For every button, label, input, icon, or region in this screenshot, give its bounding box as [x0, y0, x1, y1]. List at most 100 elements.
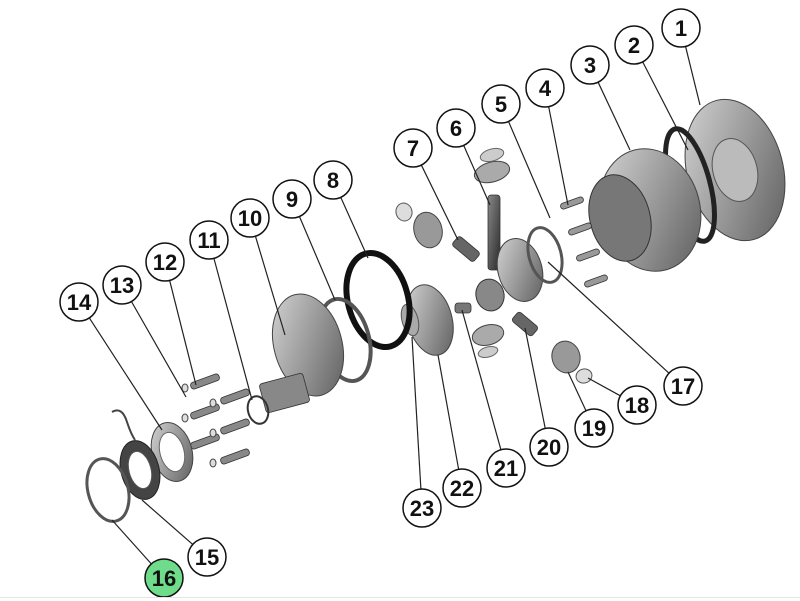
pin-part — [560, 196, 584, 210]
pin-7 — [452, 236, 480, 262]
callout-circle — [442, 468, 482, 508]
callout-15: 15 — [187, 537, 227, 577]
callout-label: 21 — [494, 456, 518, 481]
callout-13: 13 — [102, 265, 142, 305]
bearing-bore — [158, 431, 186, 473]
bolt-part — [190, 403, 220, 420]
callout-label: 19 — [582, 416, 606, 441]
callout-16: 16 — [144, 558, 184, 598]
callout-circle — [59, 282, 99, 322]
callout-circle — [663, 366, 703, 406]
leader-line-21 — [461, 309, 502, 450]
callout-9: 9 — [272, 179, 312, 219]
callout-11: 11 — [189, 220, 229, 260]
washer-bottom — [477, 346, 499, 358]
flange-hub — [711, 138, 759, 202]
callout-17: 17 — [663, 366, 703, 406]
callout-3: 3 — [570, 45, 610, 85]
ring-16 — [85, 457, 131, 523]
bolt-part — [220, 388, 250, 405]
bolt-part — [220, 448, 250, 465]
lock-washer — [181, 413, 189, 423]
leader-lines — [88, 46, 701, 565]
washer-18 — [575, 368, 593, 384]
callout-2: 2 — [614, 25, 654, 65]
callout-21: 21 — [486, 448, 526, 488]
callout-5: 5 — [481, 84, 521, 124]
callout-label: 4 — [539, 76, 552, 101]
callout-circle — [525, 68, 565, 108]
callout-label: 12 — [153, 250, 177, 275]
callout-label: 13 — [110, 273, 134, 298]
thrust-washer-top — [479, 147, 505, 163]
callout-20: 20 — [529, 427, 569, 467]
callout-22: 22 — [442, 468, 482, 508]
leader-line-10 — [254, 236, 286, 336]
callout-circle — [230, 198, 270, 238]
callout-circle — [393, 128, 433, 168]
leader-line-5 — [507, 121, 551, 219]
divider — [0, 597, 800, 598]
callout-1: 1 — [661, 8, 701, 48]
callout-label: 5 — [495, 92, 507, 117]
callout-circle — [481, 84, 521, 124]
leader-line-4 — [548, 106, 569, 206]
seal-bore — [127, 450, 153, 490]
leader-line-6 — [463, 145, 491, 206]
callout-19: 19 — [574, 408, 614, 448]
callout-10: 10 — [230, 198, 270, 238]
callout-label: 10 — [238, 206, 262, 231]
leader-line-14 — [88, 317, 163, 431]
callout-label: 22 — [450, 476, 474, 501]
spring-clip-part — [111, 409, 136, 441]
leader-line-13 — [130, 301, 187, 398]
callout-label: 1 — [675, 16, 687, 41]
callout-6: 6 — [436, 108, 476, 148]
center-block — [475, 278, 505, 312]
callout-circle — [570, 45, 610, 85]
leader-line-1 — [684, 46, 701, 106]
thrust-washer-right — [526, 226, 564, 284]
callout-label: 3 — [584, 53, 596, 78]
leader-line-22 — [437, 354, 460, 470]
callout-circle — [574, 408, 614, 448]
callout-label: 18 — [625, 393, 649, 418]
callout-label: 2 — [628, 33, 640, 58]
callout-circle — [189, 220, 229, 260]
pinion-gear-bottom — [471, 323, 505, 347]
callout-8: 8 — [313, 160, 353, 200]
callout-circle — [436, 108, 476, 148]
callout-label: 8 — [327, 168, 339, 193]
leader-line-23 — [411, 336, 422, 490]
callout-circle — [272, 179, 312, 219]
callout-18: 18 — [617, 385, 657, 425]
callout-circle — [529, 427, 569, 467]
leader-line-18 — [587, 377, 621, 397]
lock-washer — [209, 458, 217, 468]
callout-label: 7 — [407, 136, 419, 161]
leader-line-16 — [111, 519, 152, 565]
pinion-gear-left — [413, 211, 443, 249]
callout-circle — [102, 265, 142, 305]
snap-ring-11 — [246, 395, 270, 425]
leader-line-12 — [169, 280, 197, 386]
callout-23: 23 — [402, 488, 442, 528]
cross-shaft-part — [487, 194, 501, 271]
callout-label: 17 — [671, 374, 695, 399]
callout-circle — [617, 385, 657, 425]
callout-circle — [486, 448, 526, 488]
callout-label: 16 — [152, 566, 176, 591]
callout-circle — [402, 488, 442, 528]
callout-circle — [313, 160, 353, 200]
pinion-gear-19 — [551, 340, 581, 374]
leader-line-20 — [524, 327, 546, 429]
callout-label: 20 — [537, 435, 561, 460]
leader-line-2 — [642, 61, 689, 151]
pin-20 — [512, 311, 538, 337]
callout-label: 11 — [197, 228, 220, 253]
callout-7: 7 — [393, 128, 433, 168]
callout-label: 15 — [195, 545, 219, 570]
